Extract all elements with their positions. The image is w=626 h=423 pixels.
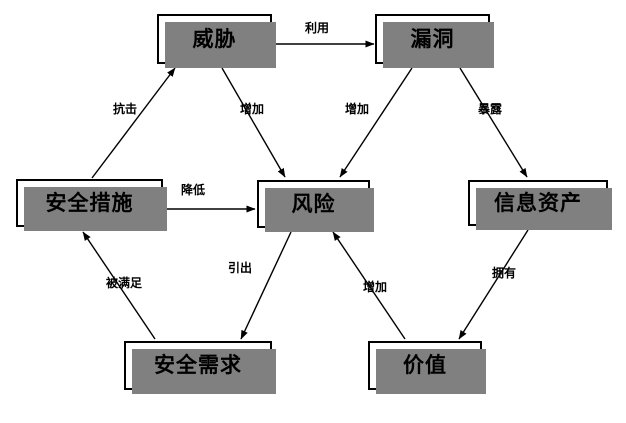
node-security-requirement[interactable]: 安全需求	[124, 341, 276, 394]
edge-label-increase-threat: 增加	[240, 102, 265, 116]
edge-risk-need	[240, 231, 292, 340]
edge-label-derive: 引出	[228, 261, 253, 275]
edge-label-reduce: 降低	[181, 183, 206, 197]
node-security-control-label: 安全措施	[45, 190, 134, 215]
edge-value-risk	[332, 231, 406, 340]
node-vulnerability[interactable]: 漏洞	[375, 14, 494, 68]
edge-threat-risk	[221, 67, 286, 178]
node-value[interactable]: 价值	[368, 341, 486, 394]
node-information-asset-label: 信息资产	[494, 190, 582, 215]
edge-vuln-asset	[459, 67, 528, 178]
edge-label-increase-vuln: 增加	[345, 102, 370, 116]
node-threat-label: 威胁	[192, 26, 237, 51]
edge-label-increase-value: 增加	[363, 280, 388, 294]
edge-label-satisfied-by: 被满足	[106, 276, 143, 290]
node-vulnerability-label: 漏洞	[410, 26, 455, 51]
edge-label-own: 拥有	[492, 266, 517, 280]
node-threat[interactable]: 威胁	[157, 14, 276, 68]
node-security-requirement-label: 安全需求	[154, 353, 242, 377]
node-security-control[interactable]: 安全措施	[16, 179, 167, 231]
edge-vuln-risk	[339, 67, 413, 178]
node-value-label: 价值	[403, 353, 447, 377]
edge-label-counter: 抗击	[113, 102, 138, 116]
node-information-asset[interactable]: 信息资产	[468, 180, 612, 230]
edge-control-threat	[91, 67, 176, 179]
node-risk-label: 风险	[291, 191, 336, 216]
edge-label-expose: 暴露	[478, 102, 503, 116]
edge-need-control	[82, 231, 156, 340]
edge-asset-value	[458, 229, 529, 340]
edge-label-exploit: 利用	[305, 21, 330, 35]
node-risk[interactable]: 风险	[257, 180, 374, 232]
